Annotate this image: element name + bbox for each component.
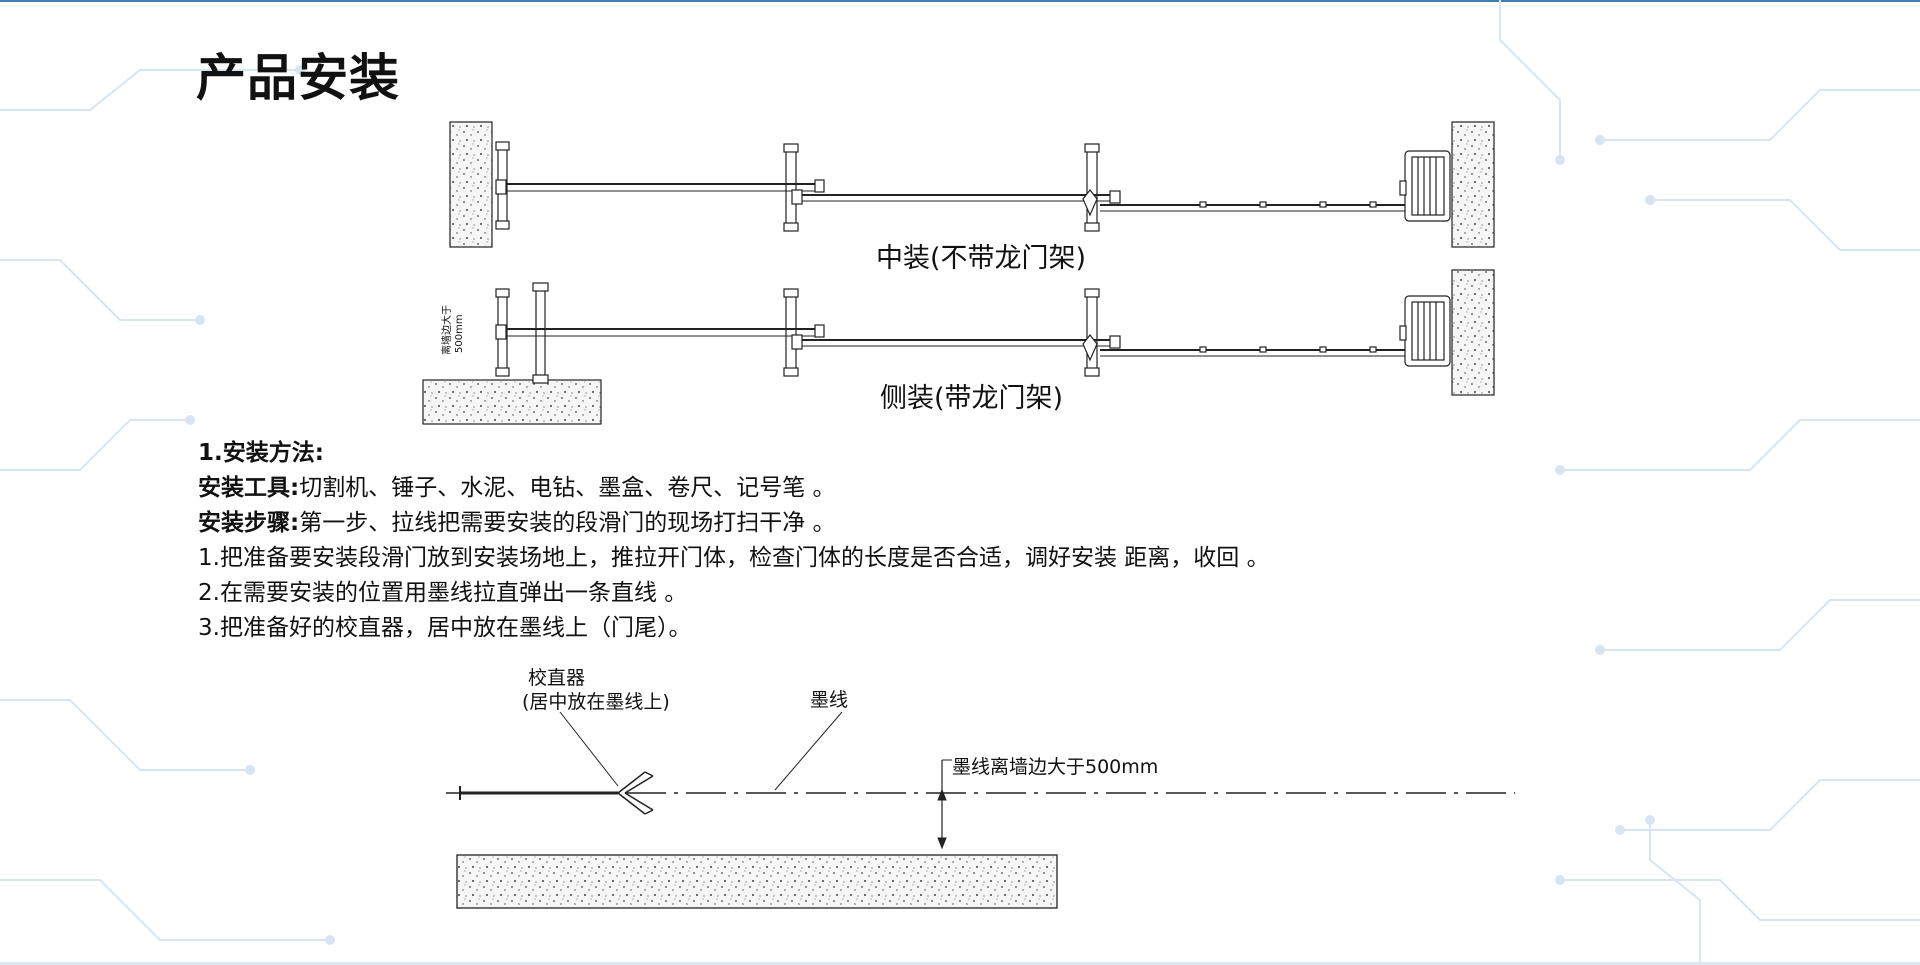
- step-3: 3.把准备好的校直器，居中放在墨线上（门尾）。: [198, 615, 692, 641]
- right-wall-pillar-2: [1451, 269, 1495, 396]
- tools-label: 安装工具:: [198, 475, 300, 501]
- steps-label: 安装步骤:: [198, 510, 300, 536]
- gantry-frame: [535, 287, 546, 381]
- distance-label: 墨线离墙边大于500mm: [952, 756, 1158, 778]
- side-install-label: 侧装(带龙门架): [880, 383, 1063, 414]
- ground-wall: [456, 854, 1058, 909]
- ground-slab: [422, 379, 602, 425]
- straightener-label: 校直器: [528, 667, 585, 689]
- wall-note-line2: 500mm: [454, 314, 465, 353]
- straightener-note: (居中放在墨线上): [522, 691, 670, 713]
- steps-text: 第一步、拉线把需要安装的段滑门的现场打扫干净 。: [299, 510, 836, 536]
- left-wall-pillar: [449, 121, 493, 248]
- installation-method-text: 1.安装方法: 安装工具:切割机、锤子、水泥、电钻、墨盒、卷尺、记号笔 。 安装…: [198, 436, 1270, 646]
- tools-line: 安装工具:切割机、锤子、水泥、电钻、墨盒、卷尺、记号笔 。: [198, 471, 1270, 506]
- center-install-label: 中装(不带龙门架): [876, 243, 1086, 274]
- straightener-tool: [617, 771, 654, 815]
- right-wall-pillar: [1451, 121, 1495, 248]
- side-install-drawing: 离墙边大于 500mm: [422, 269, 1495, 425]
- step-1: 1.把准备要安装段滑门放到安装场地上，推拉开门体，检查门体的长度是否合适，调好安…: [198, 545, 1270, 571]
- method-heading: 1.安装方法:: [198, 440, 324, 466]
- steps-line: 安装步骤:第一步、拉线把需要安装的段滑门的现场打扫干净 。: [198, 506, 1270, 541]
- top-accent-rule: [0, 0, 1920, 2]
- ink-line-diagram: 校直器 (居中放在墨线上) 墨线 墨线离墙边大于500mm: [446, 667, 1515, 909]
- center-install-drawing: [449, 121, 1495, 248]
- tools-text: 切割机、锤子、水泥、电钻、墨盒、卷尺、记号笔 。: [299, 475, 836, 501]
- step-2: 2.在需要安装的位置用墨线拉直弹出一条直线 。: [198, 580, 688, 606]
- wall-note-line1: 离墙边大于: [440, 305, 453, 355]
- top-installation-diagram: 中装(不带龙门架): [422, 121, 1495, 425]
- ink-line-label: 墨线: [810, 689, 848, 711]
- bottom-rule: [0, 962, 1920, 965]
- page-title: 产品安装: [196, 49, 400, 107]
